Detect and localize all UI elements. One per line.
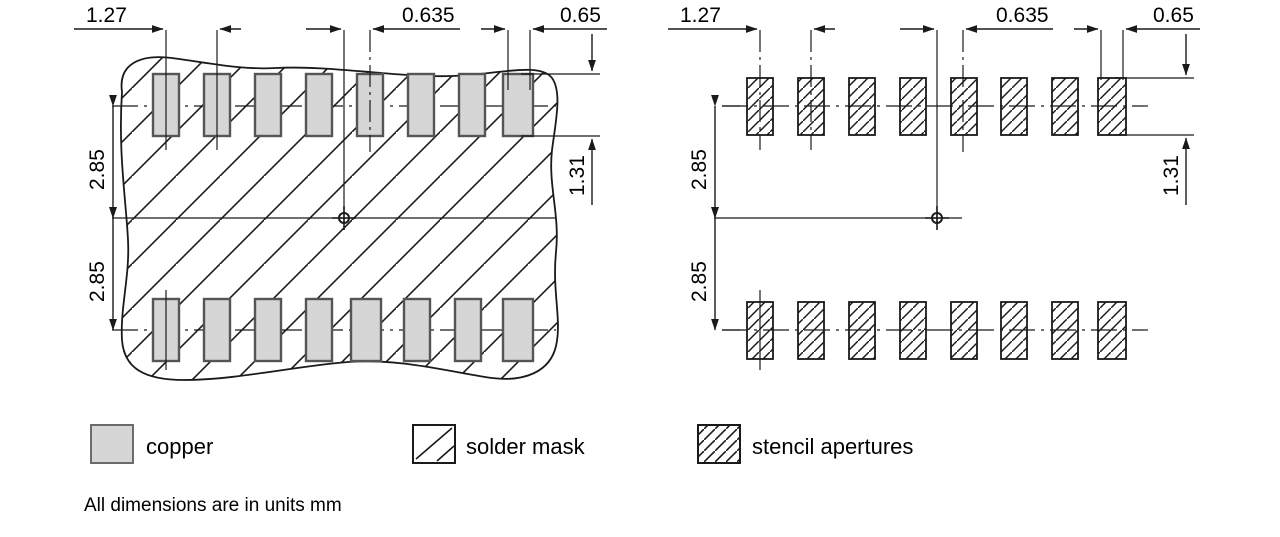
copper-pad <box>402 297 432 363</box>
copper-pad <box>501 297 535 363</box>
dimension-0-65-right: 0.65 <box>1074 4 1200 33</box>
copper-pad <box>406 72 436 138</box>
legend-label: stencil apertures <box>752 434 913 459</box>
dimension-label: 0.65 <box>1153 4 1194 27</box>
copper-pad <box>453 297 483 363</box>
copper-pad <box>304 72 334 138</box>
legend-label: solder mask <box>466 434 586 459</box>
dimension-label: 0.635 <box>402 4 455 27</box>
view-copper-solder-mask: 1.27 0.635 0.65 2.85 2.85 <box>74 4 607 381</box>
legend: copper solder mask stencil apertures <box>90 424 913 464</box>
dimension-label: 0.65 <box>560 4 601 27</box>
copper-pad <box>253 72 283 138</box>
dimension-1-31-right: 1.31 <box>1114 34 1194 205</box>
stencil-aperture <box>899 77 927 136</box>
dimension-label: 2.85 <box>688 149 711 190</box>
dimension-2-85-left-lower: 2.85 <box>86 207 117 331</box>
stencil-aperture <box>1097 77 1127 136</box>
copper-swatch-icon <box>90 424 134 464</box>
dimension-0-65-left: 0.65 <box>481 4 607 33</box>
dimension-0-635-left: 0.635 <box>306 4 460 33</box>
stencil-aperture <box>1097 301 1127 360</box>
dimension-1-27-right: 1.27 <box>668 4 835 33</box>
view-stencil-apertures: 1.27 0.635 0.65 2.85 2.85 <box>668 4 1200 370</box>
stencil-swatch-icon <box>697 424 741 464</box>
stencil-aperture <box>899 301 927 360</box>
stencil-aperture <box>797 301 825 360</box>
dimension-label: 1.31 <box>566 155 589 196</box>
copper-pad <box>457 72 487 138</box>
legend-item-stencil-apertures: stencil apertures <box>697 424 913 464</box>
left-vertical-extension-lines <box>165 30 531 370</box>
dimension-label: 2.85 <box>688 261 711 302</box>
left-datum-center-mark <box>332 206 356 230</box>
stencil-aperture <box>848 301 876 360</box>
right-top-aperture-row <box>746 77 1127 136</box>
left-bottom-pad-row <box>151 297 535 363</box>
dimension-label: 2.85 <box>86 149 109 190</box>
right-bottom-aperture-row <box>746 301 1127 360</box>
stencil-aperture <box>1000 77 1028 136</box>
dimension-label: 1.27 <box>680 4 721 27</box>
copper-pad <box>202 297 232 363</box>
right-vertical-extension-lines <box>759 30 1124 370</box>
legend-item-copper: copper <box>90 424 213 464</box>
stencil-aperture <box>1051 77 1079 136</box>
dimension-1-27-left: 1.27 <box>74 4 241 33</box>
dimension-label: 1.31 <box>1160 155 1183 196</box>
stencil-aperture <box>950 77 978 136</box>
dimension-label: 0.635 <box>996 4 1049 27</box>
legend-item-solder-mask: solder mask <box>412 424 586 464</box>
dimension-label: 1.27 <box>86 4 127 27</box>
units-note: All dimensions are in units mm <box>84 495 342 516</box>
legend-label: copper <box>146 434 213 459</box>
dimension-label: 2.85 <box>86 261 109 302</box>
dimension-2-85-right-lower: 2.85 <box>688 207 719 331</box>
copper-pad <box>349 297 383 363</box>
stencil-aperture <box>1000 301 1028 360</box>
dimension-2-85-right-upper: 2.85 <box>688 95 719 219</box>
dimension-0-635-right: 0.635 <box>900 4 1053 33</box>
copper-pad <box>501 72 535 138</box>
dimension-1-31-left: 1.31 <box>521 34 600 205</box>
copper-pad <box>304 297 334 363</box>
stencil-aperture <box>1051 301 1079 360</box>
dimension-2-85-left-upper: 2.85 <box>86 95 117 219</box>
stencil-aperture <box>950 301 978 360</box>
right-datum-center-mark <box>925 206 949 230</box>
copper-pad <box>253 297 283 363</box>
stencil-aperture <box>848 77 876 136</box>
